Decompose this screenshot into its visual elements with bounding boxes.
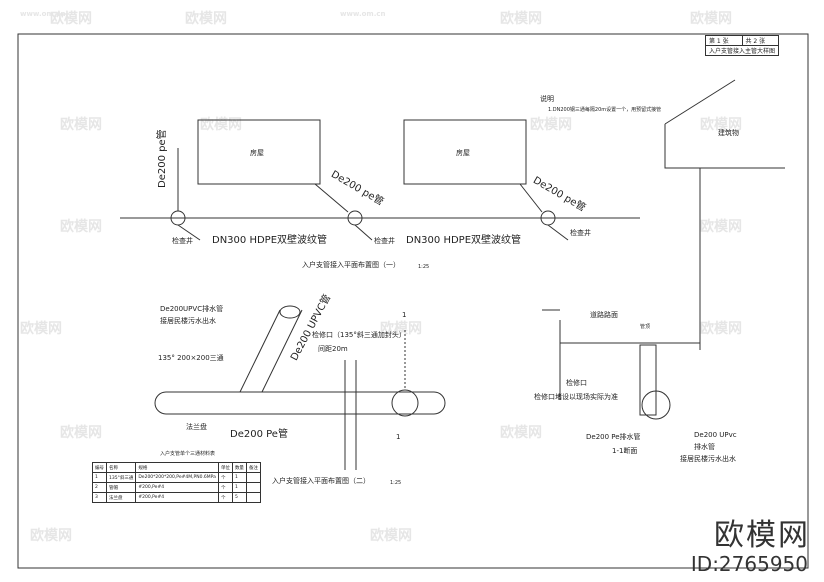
legend-cell: 5 [231, 492, 247, 503]
tee-label: 135° 200×200三通 [158, 354, 224, 362]
legend-cell: 个 [217, 482, 233, 493]
legend-header: 规格 [135, 462, 219, 473]
legend-cell: De200*200*200,Pe#4M,PN0.6MPa [135, 472, 219, 483]
watermark-logo: 欧模网 [370, 528, 412, 544]
watermark-url: www.om.cn [20, 10, 66, 18]
watermark-logo: 欧模网 [700, 117, 742, 133]
cleanout-right1: 检修口 [566, 379, 587, 387]
section-mark-1: 1 [402, 311, 407, 319]
watermark-logo: 欧模网 [60, 425, 102, 441]
upvc-right1: De200 UPvc [694, 431, 737, 439]
pe-bottom-label: De200 Pe管 [230, 429, 288, 440]
legend-row: 3 法兰盘 #200,Pe#4 个 5 [92, 492, 261, 503]
watermark-logo: 欧模网 [500, 425, 542, 441]
notes-line1: 1.DN200钢三通每隔20m设置一个，用预留式接管 [548, 107, 662, 113]
watermark-logo: 欧模网 [690, 11, 732, 27]
house-right-label: 房屋 [456, 149, 470, 157]
main-pipe-right-label: DN300 HDPE双壁波纹管 [406, 235, 522, 246]
legend-cell [245, 472, 261, 483]
legend-cell: 1 [231, 472, 247, 483]
cleanout-right2: 检修口堵设以现场实际为准 [534, 393, 618, 401]
legend-cell: #200,Pe#4 [135, 482, 219, 493]
legend-cell: 1 [92, 472, 107, 483]
legend-cell: 管帽 [105, 482, 137, 493]
house-left-label: 房屋 [250, 149, 264, 157]
watermark-logo: 欧模网 [380, 321, 422, 337]
watermark-url: www.om.cn [340, 10, 386, 18]
watermark-logo: 欧模网 [700, 219, 742, 235]
grade-label: 管顶 [640, 324, 651, 330]
plan1-title: 入户支管接入平面布置图（一） [302, 261, 400, 269]
legend-cell [245, 492, 261, 503]
manhole-3-label: 检查井 [570, 229, 591, 237]
legend-row: 2 管帽 #200,Pe#4 个 1 [92, 482, 261, 493]
legend-header-row: 编号 名称 规格 单位 数量 备注 [92, 462, 261, 473]
section-mark-2: 1 [396, 433, 401, 441]
legend-cell: 个 [217, 492, 233, 503]
upvc-right2: 排水管 [694, 443, 715, 451]
watermark-logo: 欧模网 [60, 219, 102, 235]
upvc-right3: 接居民楼污水出水 [680, 455, 736, 463]
watermark-logo: 欧模网 [185, 11, 227, 27]
sheet-title: 入户支管接入主管大样图 [704, 45, 780, 56]
watermark-logo: 欧模网 [50, 11, 92, 27]
sheet-total: 共 2 张 [741, 35, 780, 46]
legend-header: 名称 [105, 462, 137, 473]
legend-table: 编号 名称 规格 单位 数量 备注 1 135°斜三通 De200*200*20… [92, 462, 261, 503]
manhole-1-label: 检查井 [172, 237, 193, 245]
watermark-logo: 欧模网 [200, 117, 242, 133]
de200-vertical-label: De200 pe管 [157, 129, 168, 188]
legend-cell [245, 482, 261, 493]
sheet-number: 第 1 张 [705, 35, 743, 46]
upvc-label1: De200UPVC排水管 [160, 305, 224, 313]
drawing-border [17, 33, 809, 569]
plan2-title: 入户支管接入平面布置图（二） [272, 477, 370, 485]
legend-title: 入户支管单个三通材料表 [160, 451, 216, 457]
watermark-logo: 欧模网 [20, 321, 62, 337]
watermark-logo: 欧模网 [500, 11, 542, 27]
house-right [403, 119, 527, 185]
spacing-label: 间距20m [318, 345, 348, 353]
watermark-logo: 欧模网 [30, 528, 72, 544]
pe-right-label: De200 Pe排水管 [586, 433, 641, 441]
legend-cell: 2 [92, 482, 107, 493]
plan2-scale: 1:25 [390, 480, 402, 486]
plan1-scale: 1:25 [418, 264, 430, 270]
legend-header: 编号 [92, 462, 107, 473]
watermark-logo: 欧模网 [530, 117, 572, 133]
building-label: 建筑物 [718, 129, 739, 137]
legend-cell: 个 [217, 472, 233, 483]
legend-cell: 1 [231, 482, 247, 493]
flange-label: 法兰盘 [186, 423, 207, 431]
title-block: 第 1 张 共 2 张 入户支管接入主管大样图 [704, 35, 780, 56]
legend-cell: 3 [92, 492, 107, 503]
legend-header: 数量 [231, 462, 247, 473]
house-left [197, 119, 321, 185]
legend-row: 1 135°斜三通 De200*200*200,Pe#4M,PN0.6MPa 个… [92, 472, 261, 483]
notes-heading: 说明 [540, 95, 554, 103]
section-title: 1-1断面 [612, 447, 638, 455]
legend-cell: #200,Pe#4 [135, 492, 219, 503]
manhole-2-label: 检查井 [374, 237, 395, 245]
legend-cell: 135°斜三通 [105, 472, 137, 483]
legend-header: 备注 [245, 462, 261, 473]
legend-header: 单位 [217, 462, 233, 473]
cleanout-label: 检修口（135°斜三通加封头） [312, 331, 406, 339]
main-pipe-left-label: DN300 HDPE双壁波纹管 [212, 235, 328, 246]
brand-logo: 欧模网 [714, 518, 810, 553]
legend-cell: 法兰盘 [105, 492, 137, 503]
brand-id: ID:2765950 [690, 552, 808, 576]
watermark-logo: 欧模网 [60, 117, 102, 133]
road-label: 道路路面 [590, 311, 618, 319]
watermark-logo: 欧模网 [700, 321, 742, 337]
upvc-label2: 接居民楼污水出水 [160, 317, 216, 325]
